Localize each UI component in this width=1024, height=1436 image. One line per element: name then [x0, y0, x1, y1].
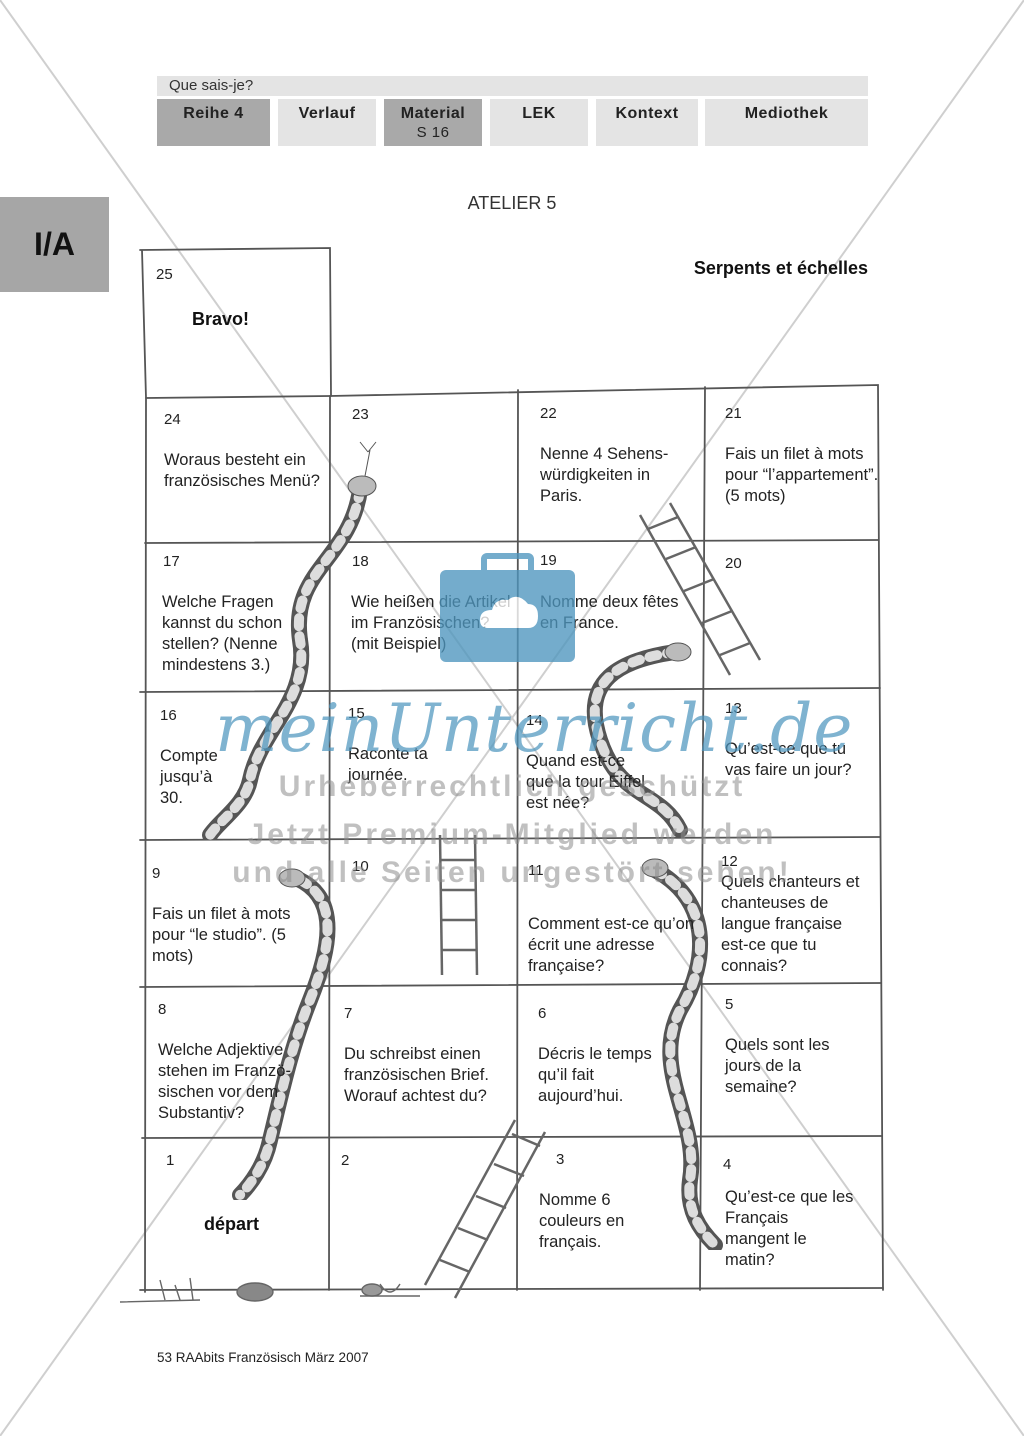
cell-number: 23: [352, 406, 369, 423]
watermark-premium: Jetzt Premium-Mitglied werden: [247, 818, 777, 851]
cell-number: 20: [725, 555, 742, 572]
tab-material[interactable]: Material S 16: [384, 99, 482, 146]
breadcrumb: Que sais-je?: [157, 76, 868, 96]
cell-question: Décris le temps qu’il fait aujourd’hui.: [538, 1045, 652, 1105]
tab-reihe[interactable]: Reihe 4: [157, 99, 270, 146]
cell-21: 21 Fais un filet à mots pour “l’appartem…: [705, 388, 878, 540]
cell-question: Quels chanteurs et chanteuses de langue …: [721, 873, 860, 975]
cell-7: 7 Du schreibst einen französischen Brief…: [330, 987, 518, 1138]
cell-question: Welche Fragen kannst du schon stellen? (…: [162, 593, 283, 674]
cell-label-depart: départ: [204, 1214, 260, 1234]
cell-8: 8 Welche Adjektive stehen im Franzö-sisc…: [146, 987, 330, 1138]
cell-number: 22: [540, 405, 557, 422]
cell-question: Fais un filet à mots pour “l’appartement…: [725, 445, 879, 505]
cell-number: 1: [166, 1152, 175, 1169]
cell-number: 18: [352, 553, 369, 570]
cell-number: 25: [156, 266, 173, 283]
tab-label: Reihe 4: [183, 105, 244, 122]
cell-2: 2: [330, 1138, 518, 1290]
cell-6: 6 Décris le temps qu’il fait aujourd’hui…: [518, 985, 705, 1136]
ladder-illustration: [638, 502, 762, 676]
cell-question: Quand est-ce que la tour Eiffel est née?: [526, 752, 645, 812]
cell-14: 14 Quand est-ce que la tour Eiffel est n…: [518, 690, 705, 838]
cell-label-bravo: Bravo!: [192, 309, 250, 329]
tab-label: Material: [400, 105, 466, 122]
cell-5: 5 Quels sont les jours de la semaine?: [705, 984, 878, 1136]
cell-16: 16 Compte jusqu’à 30.: [146, 692, 330, 840]
cell-question: Raconte ta journée.: [348, 745, 428, 784]
cell-22: 22 Nenne 4 Sehens-würdigkeiten in Paris.: [518, 392, 705, 542]
snake-illustration: [641, 858, 723, 1250]
cell-12: 12 Quels chanteurs et chanteuses de lang…: [705, 837, 878, 984]
watermark-unlock: und alle Seiten ungestört sehen!: [232, 856, 792, 889]
cell-question: Comment est-ce qu’on écrit une adresse f…: [528, 915, 694, 975]
ladder-illustration: [438, 834, 479, 976]
cell-question: Qu’est-ce que tu vas faire un jour?: [725, 740, 852, 779]
tab-label: Kontext: [615, 105, 679, 122]
cell-number: 15: [348, 705, 365, 722]
page-footer: 53 RAAbits Französisch März 2007: [157, 1350, 369, 1365]
cell-question: Du schreibst einen französischen Brief. …: [344, 1045, 489, 1105]
cell-1: 1 départ: [146, 1138, 330, 1290]
game-title: Serpents et échelles: [693, 258, 868, 278]
cell-number: 24: [164, 411, 181, 428]
snake-illustration: [586, 642, 692, 838]
cell-question: Nomme 6 couleurs en français.: [539, 1191, 625, 1251]
cell-number: 17: [163, 553, 180, 570]
tab-verlauf[interactable]: Verlauf: [278, 99, 376, 146]
watermark-brand: meinUnterricht.de: [215, 690, 854, 767]
cell-number: 6: [538, 1005, 547, 1022]
tab-mediothek[interactable]: Mediothek: [705, 99, 868, 146]
cell-17: 17 Welche Fragen kannst du schon stellen…: [146, 543, 330, 691]
cell-4: 4 Qu’est-ce que les Français mangent le …: [705, 1136, 878, 1288]
tab-label: LEK: [522, 105, 556, 122]
cell-11: 11 Comment est-ce qu’on écrit une adress…: [518, 838, 705, 985]
cell-number: 8: [158, 1001, 167, 1018]
cell-23: 23: [330, 396, 518, 543]
watermark-copyright: Urheberrechtlich geschützt: [278, 770, 746, 803]
cell-question: Nenne 4 Sehens-würdigkeiten in Paris.: [540, 445, 669, 505]
cell-number: 5: [725, 996, 734, 1013]
cell-number: 19: [540, 552, 557, 569]
cell-number: 14: [526, 712, 543, 729]
cell-number: 9: [152, 865, 161, 882]
cell-number: 2: [341, 1152, 350, 1169]
cell-number: 13: [725, 700, 742, 717]
cell-number: 16: [160, 707, 177, 724]
section-label: I/A: [0, 197, 109, 292]
tab-sublabel: S 16: [416, 124, 450, 141]
snake-illustration: [232, 868, 336, 1200]
cell-number: 3: [556, 1151, 565, 1168]
ladder-illustration: [423, 1119, 547, 1299]
cell-number: 7: [344, 1005, 353, 1022]
cell-13: 13 Qu’est-ce que tu vas faire un jour?: [705, 688, 878, 837]
cell-question: Compte jusqu’à 30.: [160, 747, 218, 807]
cell-10: 10: [330, 840, 518, 987]
cell-9: 9 Fais un filet à mots pour “le studio”.…: [146, 840, 330, 987]
cell-question: Welche Adjektive stehen im Franzö-sische…: [158, 1041, 291, 1122]
cell-number: 21: [725, 405, 742, 422]
cell-15: 15 Raconte ta journée.: [330, 692, 518, 840]
tab-kontext[interactable]: Kontext: [596, 99, 698, 146]
cell-number: 4: [723, 1156, 732, 1173]
cell-question: Woraus besteht ein französisches Menü?: [164, 451, 320, 490]
atelier-title: ATELIER 5: [467, 193, 557, 213]
cell-number: 12: [721, 853, 738, 870]
cell-24: 24 Woraus besteht ein französisches Menü…: [146, 398, 330, 543]
cell-question: Quels sont les jours de la semaine?: [725, 1036, 830, 1096]
tab-lek[interactable]: LEK: [490, 99, 588, 146]
cell-question: Fais un filet à mots pour “le studio”. (…: [152, 905, 291, 965]
cell-3: 3 Nomme 6 couleurs en français.: [518, 1137, 705, 1289]
cell-question: Qu’est-ce que les Français mangent le ma…: [725, 1188, 854, 1269]
tab-label: Mediothek: [744, 105, 829, 122]
snake-illustration: [202, 441, 377, 840]
cell-20: 20: [705, 540, 878, 688]
cell-number: 10: [352, 858, 369, 875]
briefcase-cloud-icon: [440, 553, 575, 662]
cell-25: 25 Bravo!: [146, 250, 330, 396]
tab-label: Verlauf: [298, 105, 356, 122]
cell-number: 11: [528, 862, 544, 879]
